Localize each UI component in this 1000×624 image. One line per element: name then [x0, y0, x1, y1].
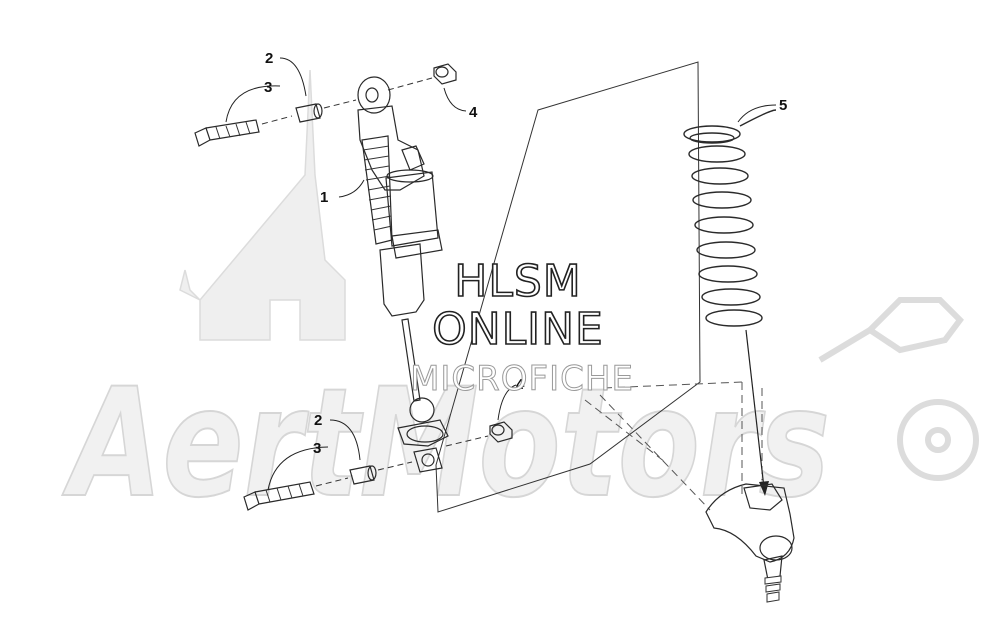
alignment-lines	[584, 381, 763, 511]
callout-4-upper: 4	[469, 104, 478, 121]
assembly-outline	[435, 61, 701, 513]
bushing-upper	[295, 103, 323, 123]
callout-leaders	[225, 57, 777, 491]
cathedral-silhouette	[179, 69, 346, 341]
bolt-lower	[243, 481, 315, 511]
shock-absorber	[357, 76, 449, 473]
leader-lower-bolt	[315, 477, 349, 487]
leader-upper-bushing	[323, 99, 357, 109]
callout-3-lower: 3	[313, 440, 321, 457]
leader-upper-nut	[387, 77, 433, 91]
watermark-line-2: ONLINE	[432, 304, 604, 355]
bushing-lower	[349, 465, 377, 485]
leader-lower-bushing	[377, 461, 413, 471]
callout-4-lower: 4	[516, 376, 525, 393]
callout-3-upper: 3	[264, 79, 272, 96]
leader-upper-bolt	[261, 115, 293, 125]
callout-2-lower: 2	[314, 412, 322, 429]
hlsm-watermark: HLSM ONLINE MICROFICHE	[410, 255, 634, 399]
callout-5: 5	[779, 97, 787, 114]
callout-1: 1	[320, 189, 328, 206]
nut-lower	[489, 421, 513, 443]
leader-lower-nut	[445, 435, 489, 447]
bolt-upper	[194, 119, 260, 147]
spring	[683, 109, 777, 327]
control-arm	[705, 483, 795, 603]
watermark-line-1: HLSM	[454, 256, 582, 307]
motorbike-silhouette	[818, 297, 979, 481]
watermark-line-3: MICROFICHE	[410, 359, 634, 399]
callout-2-upper: 2	[265, 50, 273, 67]
nut-upper	[433, 63, 457, 85]
